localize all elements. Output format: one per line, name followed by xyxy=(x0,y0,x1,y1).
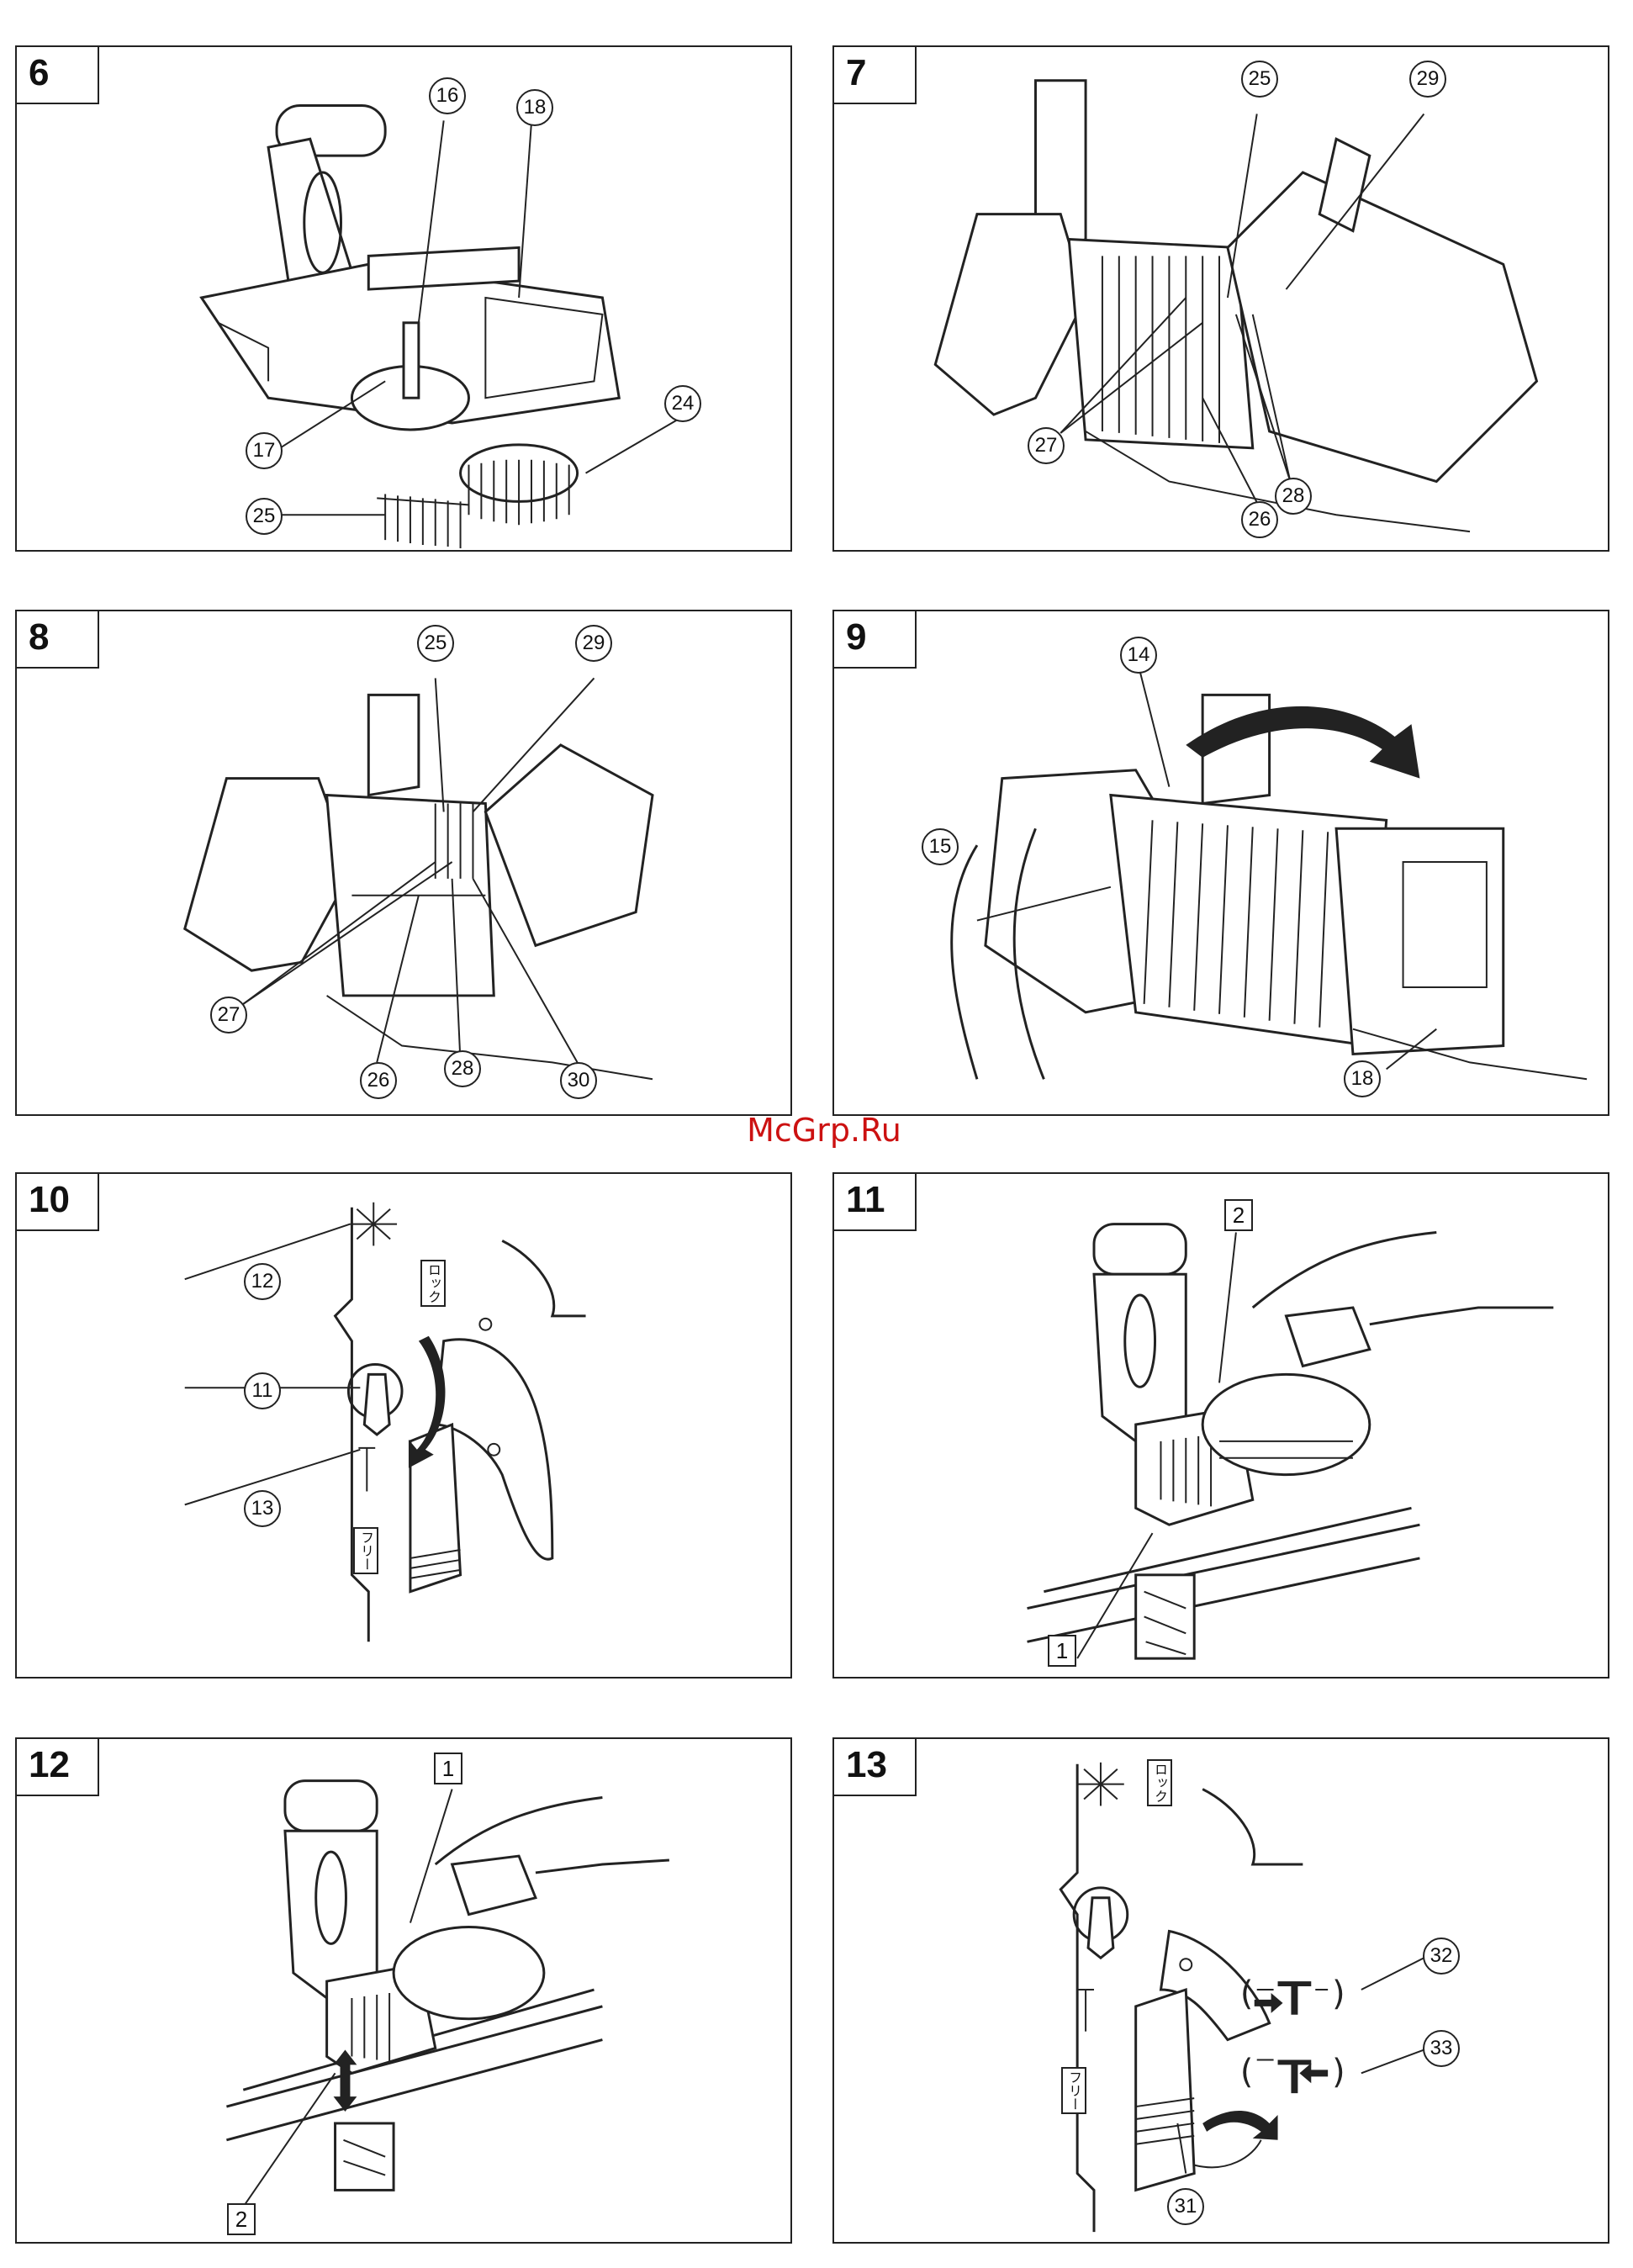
nailer-push-lever-illustration xyxy=(17,1739,790,2242)
svg-text:(: ( xyxy=(1240,2053,1254,2091)
callout-25: 25 xyxy=(246,498,283,535)
loading-nails-illustration xyxy=(834,47,1608,550)
figure-10: 10 ロック フリー 12 11 13 xyxy=(15,1172,792,1679)
free-label: フリー xyxy=(353,1527,378,1574)
callout-11: 11 xyxy=(244,1372,281,1409)
figure-9: 9 14 15 18 xyxy=(832,610,1609,1116)
callout-27: 27 xyxy=(1028,427,1065,464)
coil-nailer-magazine-open-illustration xyxy=(17,47,790,550)
watermark: McGrp.Ru xyxy=(723,1112,925,1149)
callout-18: 18 xyxy=(516,89,553,126)
callout-32: 32 xyxy=(1423,1938,1460,1975)
svg-text:): ) xyxy=(1332,2053,1345,2091)
callout-27: 27 xyxy=(210,997,247,1034)
callout-25: 25 xyxy=(1241,61,1278,98)
figure-13: 13 ( ) ( ) ロック フリー 32 33 31 xyxy=(832,1737,1609,2244)
figure-11: 11 2 1 xyxy=(832,1172,1609,1679)
label-2: 2 xyxy=(227,2203,256,2235)
callout-26: 26 xyxy=(1241,501,1278,538)
selector-switch-illustration xyxy=(17,1174,790,1677)
callout-25: 25 xyxy=(417,625,454,662)
callout-14: 14 xyxy=(1120,637,1157,674)
nail-alignment-illustration xyxy=(17,611,790,1114)
figure-8: 8 25 29 27 28 26 30 xyxy=(15,610,792,1116)
callout-26: 26 xyxy=(360,1062,397,1099)
callout-33: 33 xyxy=(1423,2030,1460,2067)
closing-magazine-illustration xyxy=(834,611,1608,1114)
callout-29: 29 xyxy=(1409,61,1446,98)
label-2: 2 xyxy=(1224,1199,1253,1231)
figure-6: 6 16 18 17 24 25 xyxy=(15,45,792,552)
callout-16: 16 xyxy=(429,77,466,114)
callout-12: 12 xyxy=(244,1263,281,1300)
free-label: フリー xyxy=(1061,2067,1086,2114)
callout-28: 28 xyxy=(444,1050,481,1087)
callout-17: 17 xyxy=(246,432,283,469)
callout-15: 15 xyxy=(922,828,959,865)
figure-7: 7 25 29 27 28 26 xyxy=(832,45,1609,552)
callout-29: 29 xyxy=(575,625,612,662)
nailer-contact-position-illustration xyxy=(834,1174,1608,1677)
callout-24: 24 xyxy=(664,385,701,422)
lock-label: ロック xyxy=(1147,1759,1172,1806)
callout-13: 13 xyxy=(244,1490,281,1527)
callout-30: 30 xyxy=(560,1062,597,1099)
svg-text:(: ( xyxy=(1240,1975,1254,2013)
callout-28: 28 xyxy=(1275,478,1312,515)
callout-31: 31 xyxy=(1167,2188,1204,2225)
lock-label: ロック xyxy=(420,1260,446,1307)
depth-adjuster-illustration: ( ) ( ) xyxy=(834,1739,1608,2242)
label-1: 1 xyxy=(1048,1635,1076,1667)
label-1: 1 xyxy=(434,1753,462,1784)
callout-18: 18 xyxy=(1344,1060,1381,1097)
figure-12: 12 1 2 xyxy=(15,1737,792,2244)
svg-text:): ) xyxy=(1332,1975,1345,2013)
